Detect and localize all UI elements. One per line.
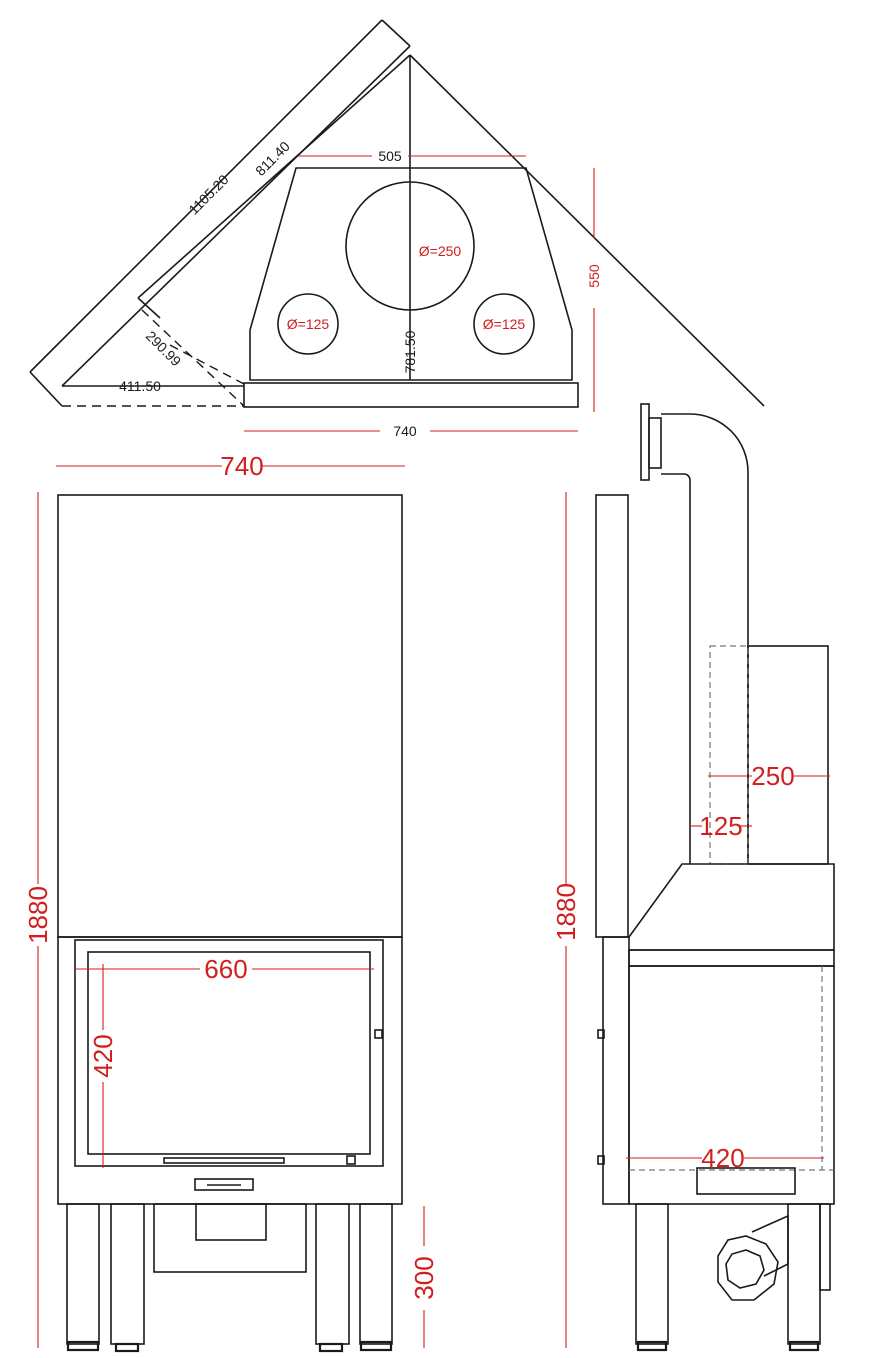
front-hinge [374,1029,383,1039]
base-plate [243,382,579,408]
right-wall-line [409,54,765,407]
flue-left-circle [277,293,339,355]
side-foot-front [636,1340,668,1352]
plan-view: 1105.20 811.40 290.99 411.50 781.50 505 … [29,19,765,439]
wall-step [137,297,161,319]
side-hinge-lower [597,1155,605,1165]
flue-center-circle [345,181,475,311]
dim-flue-250-label: 250 [751,761,794,791]
wall-outer-line [29,19,383,373]
front-leg-left-outer [66,1203,100,1345]
side-body [628,965,835,1205]
front-ash-drawer-inner [195,1203,267,1241]
wall-bottom-cap [29,371,63,407]
flue-right-circle [473,293,535,355]
side-flue-outer [661,413,749,864]
dim-top-width-label: 505 [378,148,402,164]
dim-flue-125-label: 125 [699,811,742,841]
front-leg-right-outer [359,1203,393,1345]
front-leg-left-inner [110,1203,145,1345]
flue-center-label: Ø=250 [419,243,462,259]
side-convection-box [747,645,829,865]
side-air-intake-outer [717,1235,779,1301]
side-door-edge [602,936,630,1205]
dim-front-height-label: 1880 [23,886,53,944]
side-leg-front [635,1203,669,1345]
side-foot-rear [788,1340,820,1352]
dim-legs-label: 300 [409,1256,439,1299]
front-foot-4 [359,1340,393,1352]
dim-base-width-label: 740 [393,423,417,439]
side-air-intake-inner [725,1249,765,1289]
dim-corner-offset-label: 411.50 [119,378,161,394]
dim-corner-diag-label: 290.99 [143,328,185,370]
flue-right-label: Ø=125 [483,316,526,332]
front-ash-control [194,1178,254,1191]
front-door-frame [74,939,384,1167]
wall-top-cap [381,19,411,47]
front-view: 740 1880 660 420 300 [23,451,439,1353]
side-rear-strut [819,1203,831,1291]
side-hood-transition [628,863,835,951]
front-air-slot [163,1157,285,1164]
corner-dash-diagonal [141,309,245,407]
front-glass [87,951,371,1155]
side-wall-plate [648,417,662,469]
side-flue-inner [661,473,691,864]
side-wall-bracket [640,403,650,481]
side-air-intake-duct [751,1214,789,1277]
corner-dash-inner [169,344,245,385]
wall-second-line [137,54,411,299]
side-leg-rear [787,1203,821,1345]
side-view: 1880 250 125 420 [551,403,835,1352]
dim-550-label: 550 [586,264,602,288]
front-foot-3 [318,1342,344,1353]
front-leg-right-inner [315,1203,350,1345]
flue-left-label: Ø=125 [287,316,330,332]
front-foot-1 [66,1340,100,1352]
front-latch-lower [346,1155,356,1165]
side-hood-panel [595,494,629,938]
front-foot-2 [114,1342,140,1353]
hood-outline [249,167,573,381]
dim-glass-height-label: 420 [88,1034,118,1077]
side-top-band [628,949,835,967]
side-hinge-upper [597,1029,605,1039]
dim-side-height-label: 1880 [551,883,581,941]
front-ash-drawer [153,1203,307,1273]
front-hood-panel [57,494,403,938]
dim-side-depth-label: 420 [701,1143,744,1173]
dim-depth-label: 781.50 [402,330,418,373]
dim-diagonal-outer-label: 1105.20 [185,171,232,218]
side-ash-drawer [696,1167,796,1195]
wall-inner-line [61,45,411,387]
dim-front-width-label: 740 [220,451,263,481]
dim-glass-width-label: 660 [204,954,247,984]
